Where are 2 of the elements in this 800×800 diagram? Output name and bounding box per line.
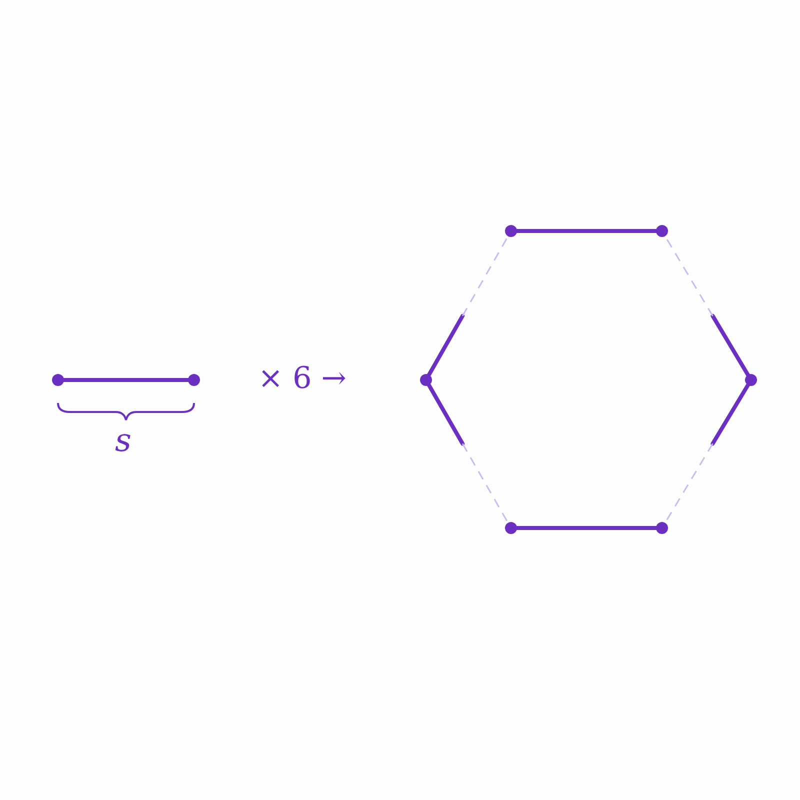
side-length-label: s [115, 424, 132, 456]
multiplier-text: × 6 → [258, 364, 346, 394]
